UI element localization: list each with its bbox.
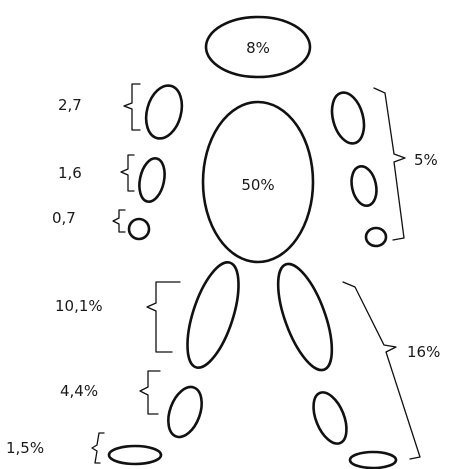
leg-total-bracket xyxy=(342,281,421,460)
left-hand-segment xyxy=(127,217,151,241)
left-foot-segment xyxy=(107,444,163,466)
arm-total-label: 5% xyxy=(414,151,438,169)
head-segment xyxy=(204,15,312,79)
left-shank-segment xyxy=(167,385,203,439)
arm-total-bracket xyxy=(373,87,406,241)
right-thigh-segment xyxy=(276,262,334,372)
left-upper-arm-segment xyxy=(144,84,184,140)
upper-arm-bracket xyxy=(123,83,141,131)
thigh-label: 10,1% xyxy=(55,297,103,315)
right-shank-segment xyxy=(312,391,348,445)
right-upper-arm-segment xyxy=(330,91,366,145)
leg-total-label: 16% xyxy=(407,343,440,361)
right-foot-segment xyxy=(348,450,398,469)
thigh-bracket xyxy=(146,281,181,353)
right-hand-segment xyxy=(364,226,388,248)
foot-bracket xyxy=(91,432,105,464)
left-forearm-segment xyxy=(138,157,166,203)
head-label: 8% xyxy=(246,39,270,57)
trunk-label: 50% xyxy=(241,176,274,194)
foot-label: 1,5% xyxy=(6,439,44,457)
forearm-bracket xyxy=(120,154,135,192)
upper-arm-label: 2,7 xyxy=(58,96,82,114)
right-forearm-segment xyxy=(350,164,378,208)
forearm-label: 1,6 xyxy=(58,164,82,182)
shank-label: 4,4% xyxy=(60,382,98,400)
shank-bracket xyxy=(139,370,161,415)
trunk-segment xyxy=(201,100,315,264)
hand-label: 0,7 xyxy=(52,209,76,227)
left-thigh-segment xyxy=(186,261,240,369)
hand-bracket xyxy=(112,209,126,233)
